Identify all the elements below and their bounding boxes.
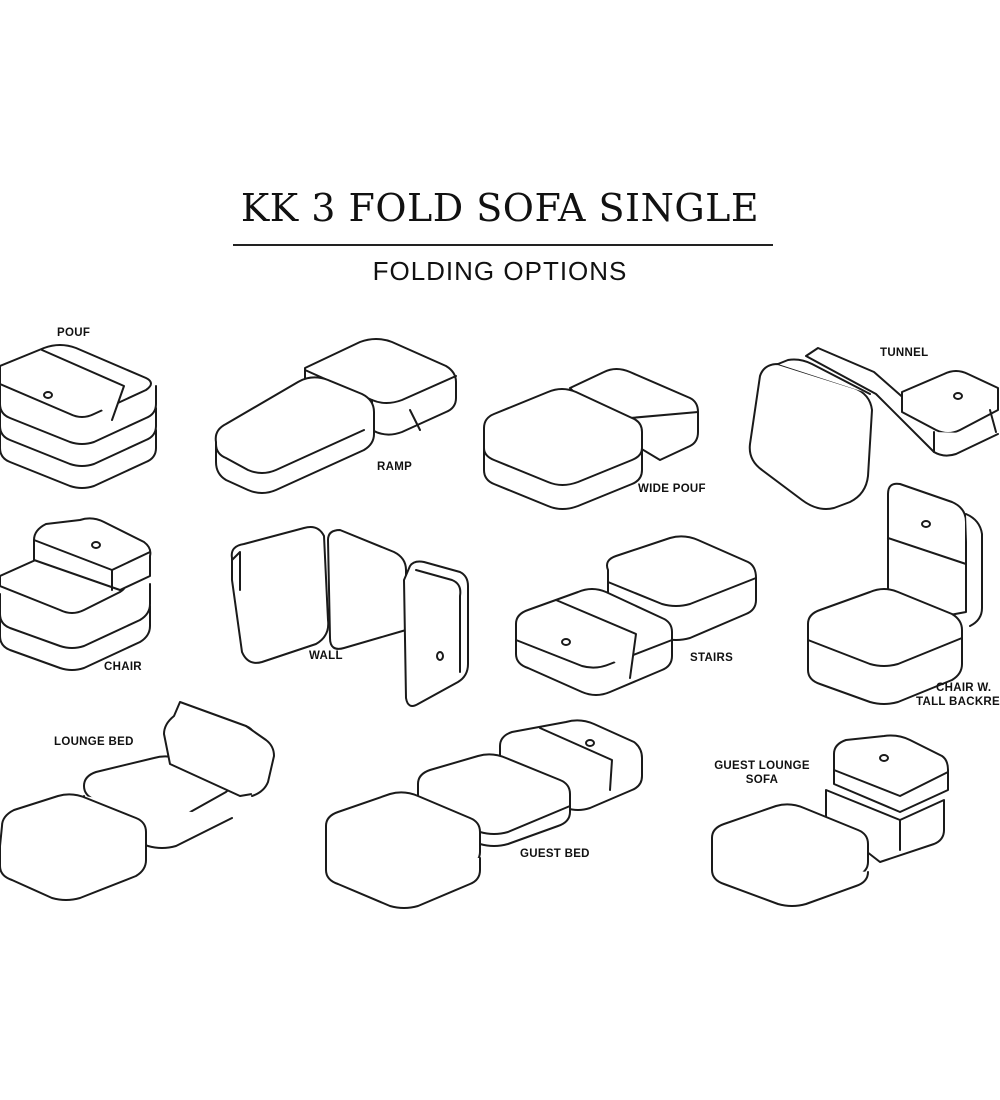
label-guest-lounge-line2: SOFA — [745, 774, 779, 786]
label-wall: WALL — [309, 650, 343, 662]
chair-illustration — [0, 518, 150, 670]
tunnel-illustration — [750, 348, 998, 509]
label-guest-bed: GUEST BED — [520, 848, 590, 860]
label-stairs: STAIRS — [690, 652, 734, 664]
label-ramp: RAMP — [377, 461, 413, 473]
page-title: KK 3 FOLD SOFA SINGLE — [240, 186, 760, 230]
lounge-bed-illustration — [0, 702, 274, 900]
page-subtitle: FOLDING OPTIONS — [372, 256, 628, 286]
guest-lounge-sofa-illustration — [712, 736, 948, 907]
label-chair-tall-line2: TALL BACKRE — [916, 696, 1000, 708]
stairs-illustration — [516, 536, 756, 695]
label-guest-lounge-line1: GUEST LOUNGE — [714, 760, 810, 772]
ramp-illustration — [216, 339, 456, 493]
wall-illustration — [232, 527, 468, 706]
label-tunnel: TUNNEL — [880, 347, 929, 359]
guest-bed-illustration — [326, 720, 642, 908]
label-chair: CHAIR — [104, 661, 142, 673]
wide-pouf-illustration — [484, 369, 698, 509]
label-pouf: POUF — [57, 327, 91, 339]
label-chair-tall-line1: CHAIR W. — [936, 682, 992, 694]
chair-tall-backrest-illustration — [808, 484, 982, 704]
title-divider — [233, 244, 773, 246]
label-wide-pouf: WIDE POUF — [638, 483, 706, 495]
pouf-illustration — [0, 345, 156, 488]
label-lounge-bed: LOUNGE BED — [54, 736, 134, 748]
